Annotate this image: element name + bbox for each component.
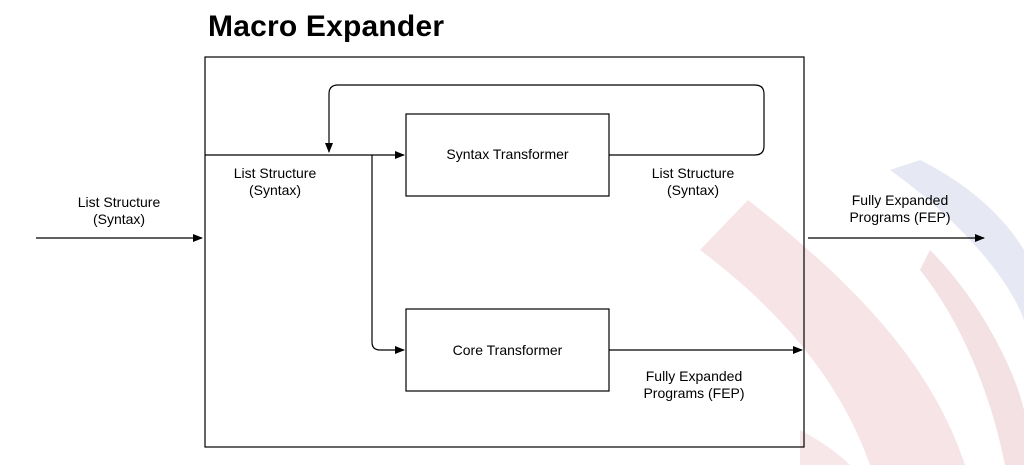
macro-expander-box [204,56,805,448]
syntax-transformer-box [405,113,610,197]
input-label: List Structure (Syntax) [77,194,161,227]
syntax-transformer-label: Syntax Transformer [446,146,569,162]
core-transformer-label: Core Transformer [452,342,563,358]
watermark-logo [700,160,1024,465]
syntax-output-label: List Structure (Syntax) [651,165,735,198]
feedback-loop-arrow [325,84,765,156]
branch-to-core-arrow [371,155,405,354]
diagram-title: Macro Expander [208,10,445,43]
core-output-label: Fully Expanded Programs (FEP) [643,368,745,401]
final-output-label: Fully Expanded Programs (FEP) [849,192,951,225]
inner-input-label: List Structure (Syntax) [233,165,317,198]
